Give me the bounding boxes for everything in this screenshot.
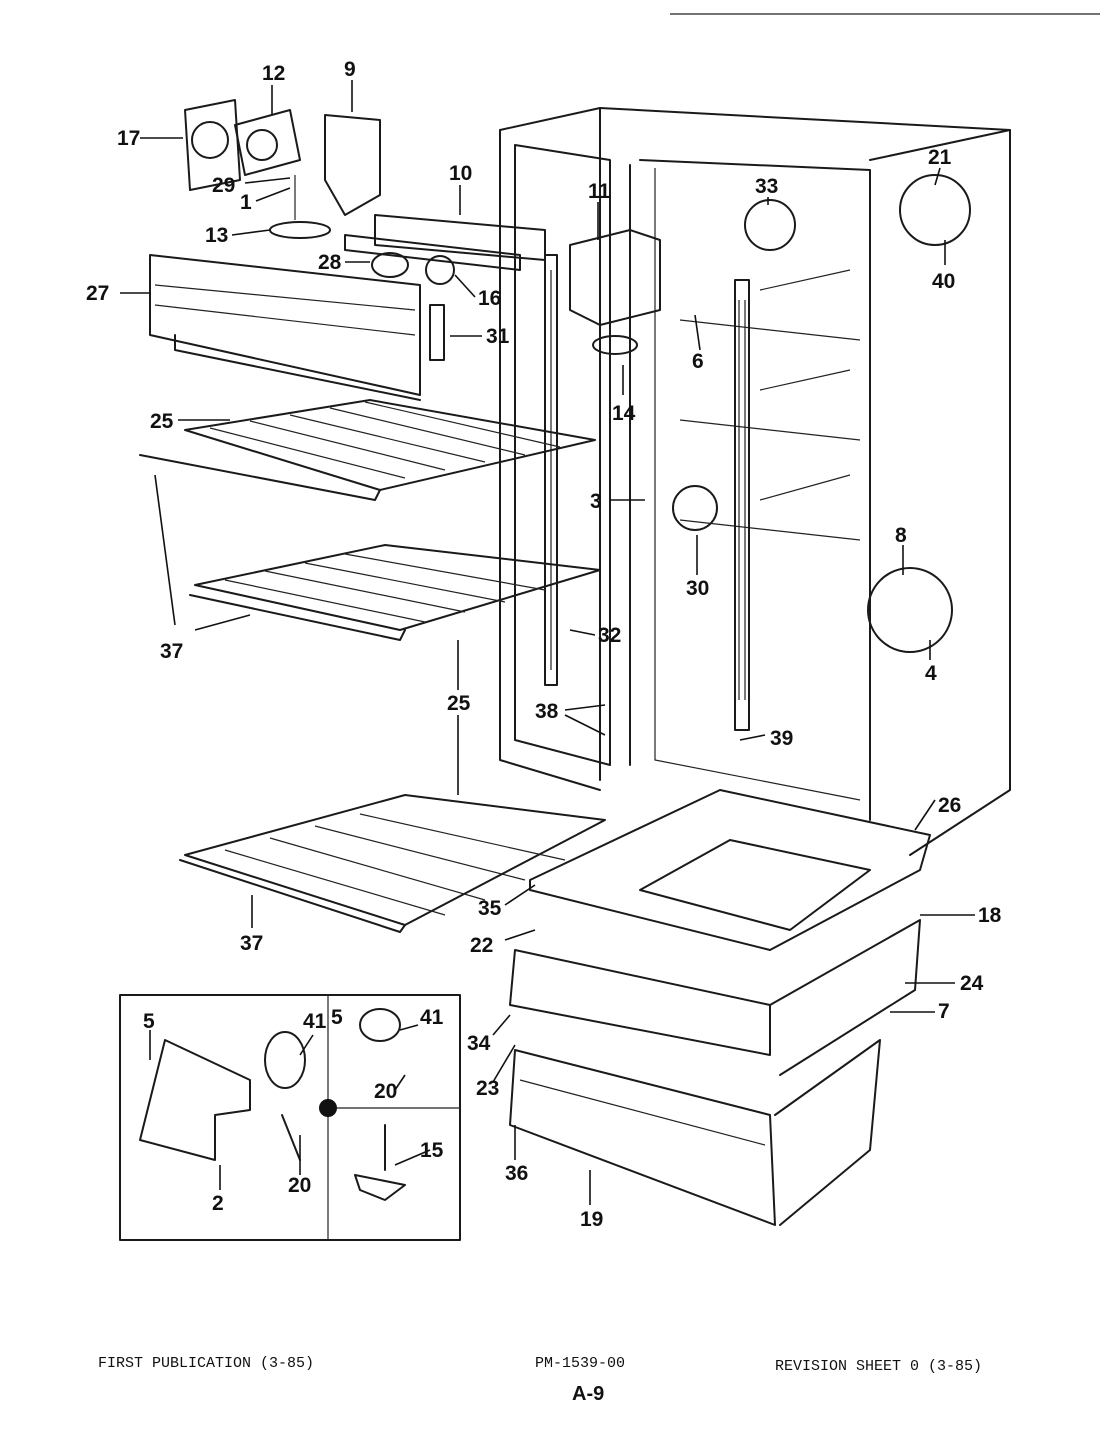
callout-14: 14 xyxy=(612,402,636,425)
callout-33: 33 xyxy=(755,175,778,198)
callout-4: 4 xyxy=(925,662,937,685)
callout-26: 26 xyxy=(938,794,961,817)
page-code: A-9 xyxy=(572,1383,605,1405)
callout-29: 29 xyxy=(212,174,235,197)
callout-17: 17 xyxy=(117,127,140,150)
callout-25-upper: 25 xyxy=(150,410,174,433)
detail-circle-30 xyxy=(672,485,718,531)
callout-25-lower: 25 xyxy=(447,692,471,715)
bulb-and-thermostat xyxy=(371,229,661,361)
shelf-upper xyxy=(139,399,596,501)
crisper-drawer-upper xyxy=(509,919,921,1076)
callout-24: 24 xyxy=(960,972,984,995)
shelf-rail-right xyxy=(734,279,750,731)
detail-inset xyxy=(119,994,461,1241)
shelf-rail-left xyxy=(544,254,558,686)
callout-28: 28 xyxy=(318,251,342,274)
footer-revision-sheet: REVISION SHEET 0 (3-85) xyxy=(775,1358,983,1375)
callout-6: 6 xyxy=(692,350,704,373)
callout-35: 35 xyxy=(478,897,502,920)
callout-34: 34 xyxy=(467,1032,491,1055)
callout-32: 32 xyxy=(598,624,621,647)
callout-9: 9 xyxy=(344,58,356,81)
callout-8: 8 xyxy=(895,524,907,547)
callout-20-left: 20 xyxy=(288,1174,311,1197)
callout-5-left: 5 xyxy=(143,1010,155,1033)
callout-11: 11 xyxy=(588,180,611,203)
callout-18: 18 xyxy=(978,904,1002,927)
callout-20-right: 20 xyxy=(374,1080,397,1103)
callout-19: 19 xyxy=(580,1208,603,1231)
callout-30: 30 xyxy=(686,577,709,600)
control-housing xyxy=(184,99,381,239)
footer-document-number: PM-1539-00 xyxy=(535,1355,626,1372)
callout-10: 10 xyxy=(449,162,472,185)
callout-16: 16 xyxy=(478,287,501,310)
callout-23: 23 xyxy=(476,1077,499,1100)
callout-2: 2 xyxy=(212,1192,224,1215)
callout-22: 22 xyxy=(470,934,493,957)
cabinet xyxy=(499,107,1011,856)
callout-31: 31 xyxy=(486,325,510,348)
callout-41-left: 41 xyxy=(303,1010,327,1033)
callout-21: 21 xyxy=(928,146,952,169)
footer-first-publication: FIRST PUBLICATION (3-85) xyxy=(98,1355,315,1372)
light-shield xyxy=(344,214,546,271)
callout-37-upper: 37 xyxy=(160,640,183,663)
callout-36: 36 xyxy=(505,1162,528,1185)
control-panel xyxy=(149,254,421,401)
callout-12: 12 xyxy=(262,62,285,85)
leader-lines xyxy=(120,80,975,1205)
callout-13: 13 xyxy=(205,224,228,247)
callout-1: 1 xyxy=(240,191,252,214)
callout-41-right: 41 xyxy=(420,1006,444,1029)
callout-labels: 17 12 9 10 11 29 1 13 27 28 16 31 25 14 … xyxy=(86,58,1002,1231)
callout-37-lower: 37 xyxy=(240,932,263,955)
callout-5-right: 5 xyxy=(331,1006,343,1029)
callout-27: 27 xyxy=(86,282,109,305)
callout-7: 7 xyxy=(938,1000,950,1023)
crisper-cover xyxy=(529,789,931,951)
callout-38: 38 xyxy=(535,700,559,723)
detail-circle-21-40 xyxy=(899,174,971,246)
detail-circle-33 xyxy=(744,199,796,251)
callout-40: 40 xyxy=(932,270,955,293)
detail-circle-8-4 xyxy=(867,567,953,653)
callout-3: 3 xyxy=(590,490,602,513)
crisper-drawer-lower xyxy=(509,1039,881,1226)
shelf-middle xyxy=(189,544,601,641)
callout-15: 15 xyxy=(420,1139,444,1162)
callout-39: 39 xyxy=(770,727,793,750)
shelf-lower xyxy=(179,794,606,933)
